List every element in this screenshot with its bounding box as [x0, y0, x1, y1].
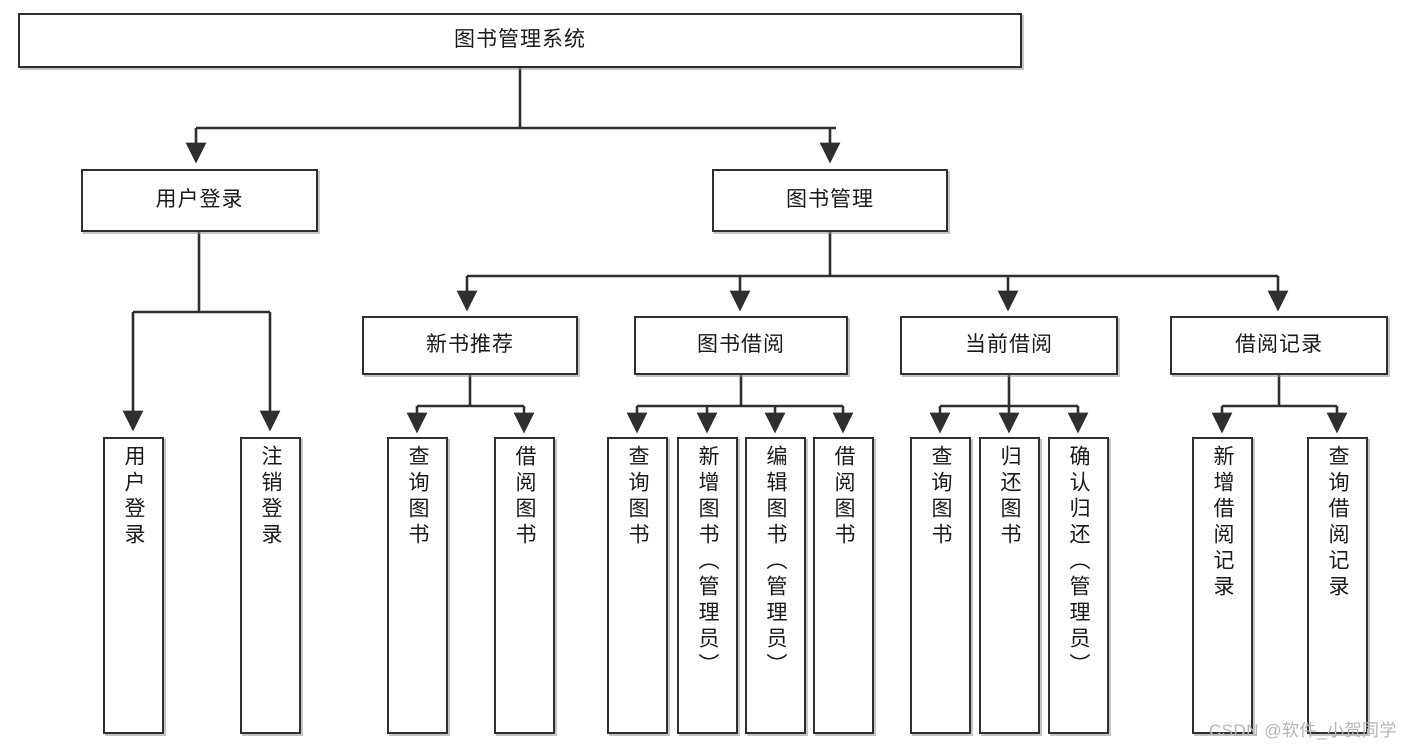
leaf-new-book-query[interactable]: 查询图书 — [387, 437, 448, 734]
leaf-label: 查询图书 — [929, 445, 952, 549]
node-new-book-recommend-label: 新书推荐 — [426, 333, 514, 357]
node-user-login[interactable]: 用户登录 — [81, 169, 318, 232]
leaf-book-borrow-edit[interactable]: 编辑图书（管理员） — [745, 437, 806, 734]
node-book-management-label: 图书管理 — [786, 188, 874, 212]
node-root-label: 图书管理系统 — [454, 28, 586, 52]
leaf-borrow-record-query[interactable]: 查询借阅记录 — [1307, 437, 1368, 734]
leaf-label: 用户登录 — [122, 445, 145, 549]
node-borrow-record[interactable]: 借阅记录 — [1170, 316, 1388, 375]
node-book-management[interactable]: 图书管理 — [712, 169, 948, 232]
leaf-user-login-logout[interactable]: 注销登录 — [240, 437, 301, 734]
node-book-borrow-label: 图书借阅 — [697, 333, 785, 357]
leaf-label: 新增借阅记录 — [1211, 445, 1234, 601]
leaf-book-borrow-add[interactable]: 新增图书（管理员） — [677, 437, 738, 734]
leaf-current-borrow-confirm-return[interactable]: 确认归还（管理员） — [1048, 437, 1109, 734]
leaf-borrow-record-add[interactable]: 新增借阅记录 — [1192, 437, 1253, 734]
leaf-label: 归还图书 — [998, 445, 1021, 549]
node-user-login-label: 用户登录 — [155, 188, 244, 212]
leaf-label: 新增图书（管理员） — [696, 445, 719, 679]
node-current-borrow-label: 当前借阅 — [965, 333, 1053, 357]
leaf-current-borrow-query[interactable]: 查询图书 — [910, 437, 971, 734]
leaf-label: 借阅图书 — [513, 445, 536, 549]
leaf-book-borrow-query[interactable]: 查询图书 — [607, 437, 668, 734]
node-new-book-recommend[interactable]: 新书推荐 — [362, 316, 578, 375]
leaf-book-borrow-borrow[interactable]: 借阅图书 — [813, 437, 874, 734]
node-root[interactable]: 图书管理系统 — [18, 13, 1022, 68]
leaf-new-book-borrow[interactable]: 借阅图书 — [494, 437, 555, 734]
leaf-current-borrow-return[interactable]: 归还图书 — [979, 437, 1040, 734]
leaf-label: 编辑图书（管理员） — [764, 445, 787, 679]
leaf-label: 查询图书 — [626, 445, 649, 549]
leaf-user-login-login[interactable]: 用户登录 — [103, 437, 164, 734]
leaf-label: 查询借阅记录 — [1326, 445, 1349, 601]
leaf-label: 借阅图书 — [832, 445, 855, 549]
node-borrow-record-label: 借阅记录 — [1235, 333, 1323, 357]
node-current-borrow[interactable]: 当前借阅 — [900, 316, 1118, 375]
leaf-label: 确认归还（管理员） — [1067, 445, 1090, 679]
leaf-label: 注销登录 — [259, 445, 282, 549]
leaf-label: 查询图书 — [406, 445, 429, 549]
node-book-borrow[interactable]: 图书借阅 — [634, 316, 848, 375]
